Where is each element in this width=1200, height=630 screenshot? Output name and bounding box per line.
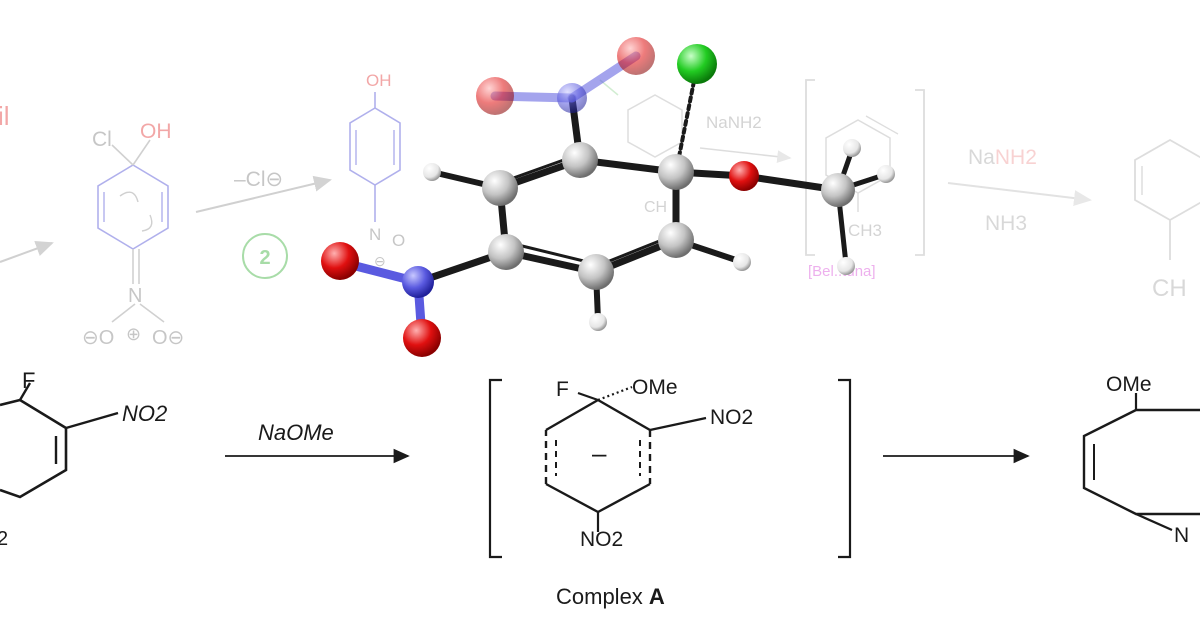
background-scheme: il Cl OH N ⊖O ⊕ O⊖ –Cl⊖ 2 xyxy=(0,71,1200,349)
complex-a-no2-top: NO2 xyxy=(710,406,753,429)
product-ome-label: OMe xyxy=(1106,373,1152,396)
step-arrow-loss-of-chloride xyxy=(195,175,332,213)
toluene-partial-structure xyxy=(1134,138,1200,260)
foreground-scheme: F NO2 2 NaOMe F OMe NO2 – NO2 Complex A xyxy=(0,368,1200,609)
benzyne-reagent-nanh2: NaNH2 xyxy=(706,113,762,132)
background-arrow-right xyxy=(947,182,1092,207)
background-arrow-benzyne xyxy=(699,147,792,163)
complex-a-negative-charge: – xyxy=(592,438,607,468)
reactant-no2-label: NO2 xyxy=(122,401,167,426)
complex-a-no2-bottom: NO2 xyxy=(580,528,623,551)
partial-red-label: il xyxy=(0,101,10,131)
meisenheimer-phenoxide-structure xyxy=(97,139,169,323)
nitrophenol-oh: OH xyxy=(366,71,392,90)
ch-label-faded: CH xyxy=(644,199,667,216)
benzyne-bracket-structure xyxy=(805,79,925,256)
nitrophenol-n: N xyxy=(369,225,381,244)
chlorine-atom xyxy=(677,44,717,84)
nitronate-plus: ⊕ xyxy=(126,324,141,344)
methoxy-oxygen-atom xyxy=(729,161,759,191)
product-structure xyxy=(1082,393,1200,532)
right-reagent-top: NaNH2 xyxy=(968,146,1037,169)
step-number: 2 xyxy=(259,247,270,269)
reactant-f-label: F xyxy=(22,368,35,393)
top-nitro-group xyxy=(476,37,655,115)
step-number-circle xyxy=(242,233,288,279)
nitronate-n-label: N xyxy=(128,285,142,307)
complex-a-caption: Complex A xyxy=(556,584,665,609)
ch3-label-faded: CH3 xyxy=(848,221,882,240)
complex-a-f-label: F xyxy=(556,378,569,401)
nitronate-o-left: ⊖O xyxy=(82,327,114,349)
oh-label-faded: OH xyxy=(140,120,172,143)
hydrogen-atoms xyxy=(423,139,895,331)
aryl-fragment-structure xyxy=(599,79,683,158)
cl-label-faded: Cl xyxy=(92,128,112,151)
nitronate-o-right: O⊖ xyxy=(152,327,184,349)
background-arrow-left xyxy=(0,240,54,263)
reactant-structure xyxy=(0,382,119,499)
reactant-bottom-partial: 2 xyxy=(0,528,8,550)
loss-of-chloride-label: –Cl⊖ xyxy=(234,168,283,191)
nitrophenol-o: O xyxy=(392,231,405,250)
reagent-naome: NaOMe xyxy=(258,420,334,445)
complex-a-structure xyxy=(488,378,852,559)
product-n-partial: N xyxy=(1174,524,1189,547)
nitrophenol-structure xyxy=(349,92,401,222)
nitrophenol-charge: ⊖ xyxy=(374,253,386,269)
toluene-ch-label: CH xyxy=(1152,275,1187,302)
complex-a-ome-label: OMe xyxy=(632,376,678,399)
ring-carbons xyxy=(482,142,855,290)
right-reagent-bottom: NH3 xyxy=(985,212,1027,235)
bottom-nitro-group xyxy=(321,242,441,357)
ball-and-stick-model xyxy=(321,37,895,357)
